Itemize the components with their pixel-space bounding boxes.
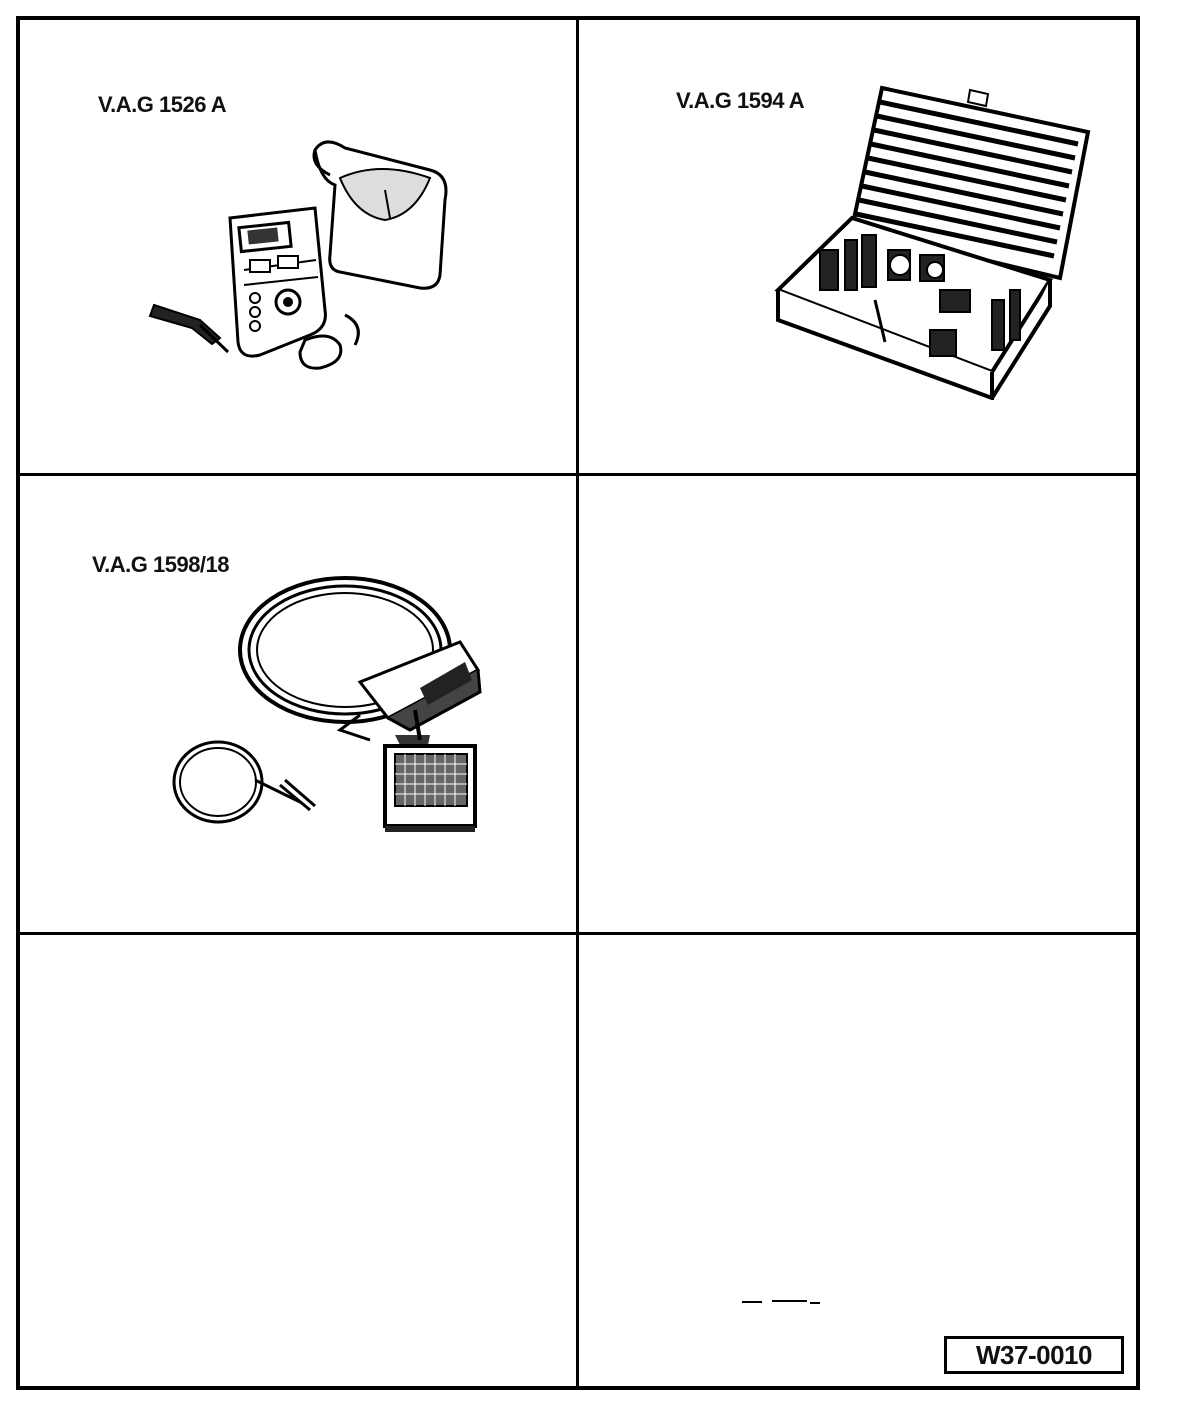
tool-label-3: V.A.G 1598/18: [92, 552, 230, 577]
tool-label-2: V.A.G 1594 A: [676, 88, 805, 113]
grid-divider-horizontal-2: [16, 932, 1140, 935]
multimeter-illustration: [148, 140, 448, 370]
scan-mark: [742, 1300, 820, 1304]
test-box-illustration: [172, 576, 482, 832]
grid-divider-vertical: [576, 16, 579, 1390]
figure-reference-box: W37-0010: [944, 1336, 1124, 1374]
grid-divider-horizontal-1: [16, 473, 1140, 476]
tool-label-1: V.A.G 1526 A: [98, 92, 227, 117]
adapter-set-illustration: [774, 85, 1091, 400]
